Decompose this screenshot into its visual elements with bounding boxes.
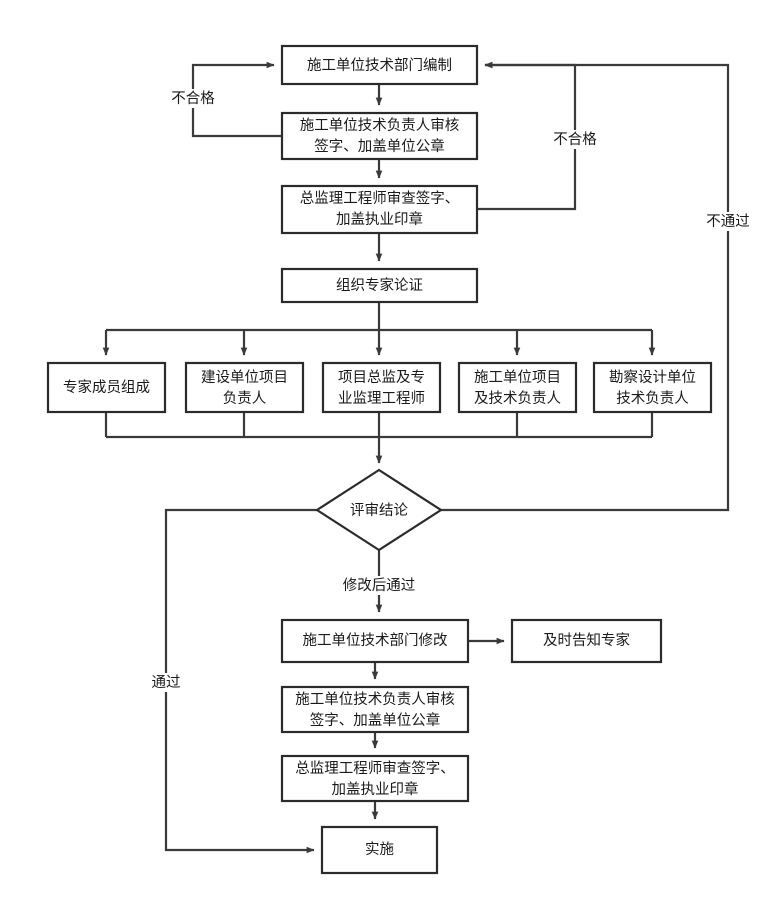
node-chief-supervisor-review-1[interactable]: 总监理工程师审查签字、 加盖执业印章 — [280, 184, 479, 235]
node-review-conclusion-decision[interactable]: 评审结论 — [314, 468, 444, 552]
node-box[interactable] — [280, 754, 470, 803]
node-construction-tech-dept-prepare[interactable]: 施工单位技术部门编制 — [280, 44, 479, 86]
edge-label-pass: 通过 — [152, 674, 181, 691]
edge-label-backdrop — [339, 576, 419, 595]
node-label-line2: 负责人 — [223, 390, 267, 407]
node-construction-tech-lead-review-1[interactable]: 施工单位技术负责人审核 签字、加盖单位公章 — [280, 111, 479, 161]
node-label-line2: 加盖执业印章 — [332, 780, 419, 798]
node-label: 专家成员组成 — [63, 379, 150, 396]
edge-label-backdrop — [703, 212, 753, 231]
node-layer: 施工单位技术部门编制 施工单位技术负责人审核 签字、加盖单位公章 总监理工程师审… — [46, 44, 713, 875]
node-organize-expert-review[interactable]: 组织专家论证 — [280, 267, 479, 304]
node-label-line1: 项目总监及专 — [338, 369, 425, 386]
node-label-line1: 建设单位项目 — [201, 369, 288, 386]
node-box[interactable] — [592, 361, 713, 414]
node-contractor-tech-dept-revise[interactable]: 施工单位技术部门修改 — [280, 618, 470, 664]
node-label-line2: 业监理工程师 — [338, 390, 425, 407]
edge-label-fail-left: 不合格 — [171, 90, 215, 107]
node-box[interactable] — [280, 111, 479, 161]
edge-label-fail-right: 不合格 — [553, 131, 597, 148]
node-label: 评审结论 — [350, 502, 408, 519]
node-notify-experts-promptly[interactable]: 及时告知专家 — [510, 618, 663, 664]
node-project-chief-supervisor[interactable]: 项目总监及专 业监理工程师 — [321, 361, 442, 414]
node-label-line1: 勘察设计单位 — [609, 368, 696, 386]
connector-n10-n1-reject — [441, 61, 730, 512]
node-label: 施工单位技术部门编制 — [307, 57, 452, 74]
node-label-line1: 施工单位项目 — [474, 369, 561, 386]
node-box[interactable] — [457, 361, 578, 414]
node-label-line2: 加盖执业印章 — [336, 210, 423, 228]
edge-label-backdrop-layer — [148, 89, 753, 692]
node-box[interactable] — [280, 184, 479, 235]
node-implement[interactable]: 实施 — [320, 825, 439, 875]
node-label-line1: 总监理工程师审查签字、 — [295, 760, 455, 777]
node-label-line2: 签字、加盖单位公章 — [310, 711, 441, 729]
node-box[interactable] — [184, 361, 305, 414]
node-label-line1: 总监理工程师审查签字、 — [300, 190, 460, 207]
node-construction-tech-lead-review-2[interactable]: 施工单位技术负责人审核 签字、加盖单位公章 — [280, 685, 470, 734]
node-box[interactable] — [280, 44, 479, 86]
node-box[interactable] — [46, 361, 167, 414]
node-box[interactable] — [321, 361, 442, 414]
node-contractor-project-tech-lead[interactable]: 施工单位项目 及技术负责人 — [457, 361, 578, 414]
node-label-line1: 施工单位技术负责人审核 — [295, 691, 455, 708]
node-box[interactable] — [510, 618, 663, 664]
node-box[interactable] — [280, 685, 470, 734]
node-box[interactable] — [320, 825, 439, 875]
decision-diamond[interactable] — [314, 468, 444, 552]
node-label: 及时告知专家 — [543, 632, 630, 649]
node-label: 组织专家论证 — [336, 277, 423, 294]
edge-label-reject: 不通过 — [706, 213, 750, 230]
node-box[interactable] — [280, 618, 470, 664]
node-survey-design-tech-lead[interactable]: 勘察设计单位 技术负责人 — [592, 361, 713, 414]
node-label-line2: 技术负责人 — [616, 390, 689, 407]
edge-label-pass-after-revision: 修改后通过 — [343, 577, 416, 594]
node-expert-members[interactable]: 专家成员组成 — [46, 361, 167, 414]
node-label-line2: 及技术负责人 — [474, 390, 561, 407]
node-chief-supervisor-review-2[interactable]: 总监理工程师审查签字、 加盖执业印章 — [280, 754, 470, 803]
node-box[interactable] — [280, 267, 479, 304]
edge-label-backdrop — [148, 673, 184, 692]
edge-label-layer: 不合格 不合格 不通过 修改后通过 通过 — [152, 90, 750, 691]
node-owner-project-manager[interactable]: 建设单位项目 负责人 — [184, 361, 305, 414]
node-label: 实施 — [365, 841, 394, 858]
edge-label-backdrop — [168, 89, 219, 108]
node-label-line1: 施工单位技术负责人审核 — [300, 117, 460, 134]
node-label: 施工单位技术部门修改 — [303, 632, 448, 649]
edge-label-backdrop — [550, 130, 601, 149]
node-label-line2: 签字、加盖单位公章 — [314, 137, 445, 155]
